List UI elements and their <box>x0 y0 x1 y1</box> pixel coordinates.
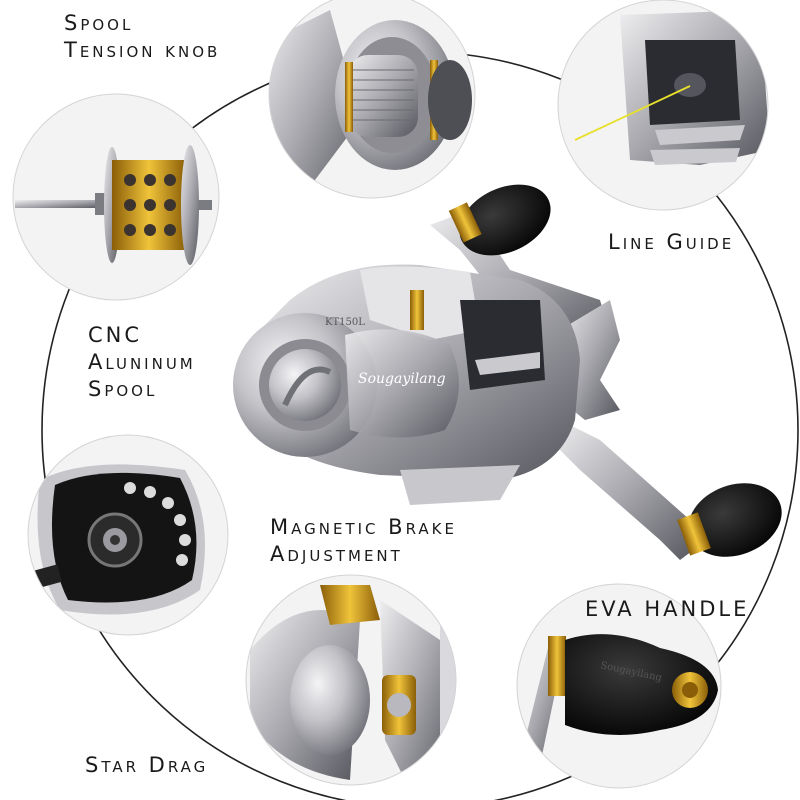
reel-model-text: KT150L <box>325 317 365 328</box>
label-cnc-spool-line2: Aluninum <box>88 350 196 374</box>
label-cnc-spool-line1: CNC <box>88 323 143 347</box>
label-spool-tension-knob-line1: Spool <box>64 11 134 35</box>
detail-eva-handle: Sougayilang <box>517 584 721 788</box>
label-spool-tension-knob: Spool Tension knob <box>64 10 220 64</box>
detail-cnc-spool <box>13 94 219 300</box>
label-cnc-spool: CNC Aluninum Spool <box>88 322 196 403</box>
reel-brand-text: Sougayilang <box>358 371 446 387</box>
detail-star-drag <box>246 575 456 785</box>
label-eva-handle: EVA HANDLE <box>585 597 750 621</box>
label-magnetic-brake-line2: Adjustment <box>270 542 403 566</box>
detail-magnetic-brake <box>28 435 228 635</box>
label-star-drag: Star Drag <box>85 753 209 777</box>
label-magnetic-brake: Magnetic Brake Adjustment <box>270 514 457 568</box>
reel-main: Sougayilang KT150L <box>233 184 782 560</box>
detail-line-guide <box>558 0 768 210</box>
label-line-guide: Line Guide <box>608 230 735 254</box>
fishing-line <box>574 85 691 141</box>
label-spool-tension-knob-line2: Tension knob <box>64 38 221 62</box>
label-cnc-spool-line3: Spool <box>88 377 158 401</box>
detail-spool-tension-knob <box>269 0 475 198</box>
label-magnetic-brake-line1: Magnetic Brake <box>270 515 457 539</box>
